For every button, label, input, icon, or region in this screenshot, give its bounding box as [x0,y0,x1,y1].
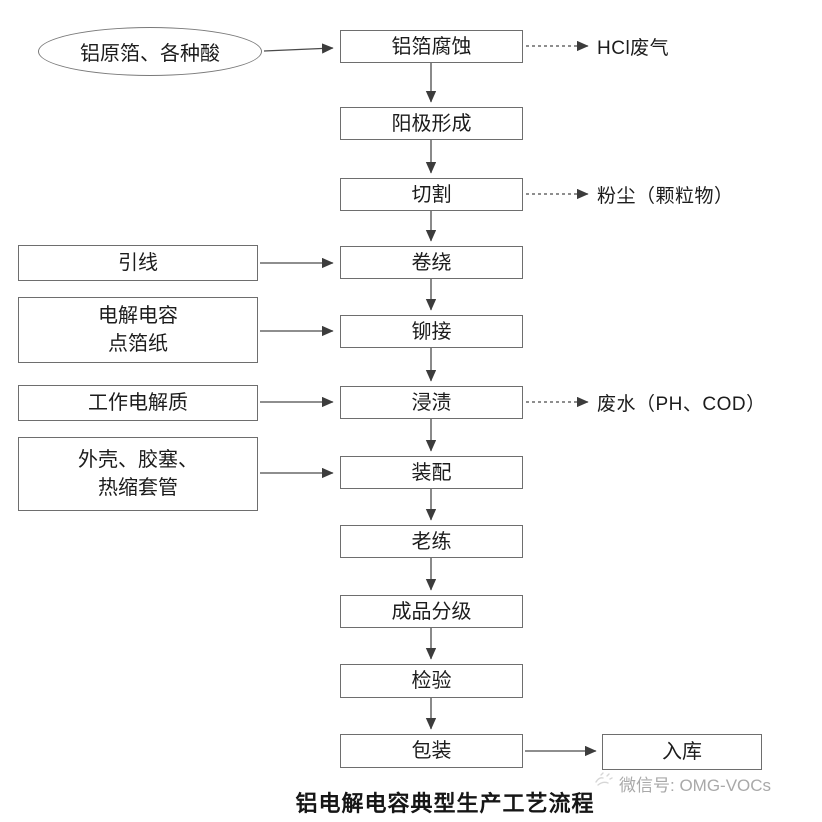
step-label: 装配 [411,461,452,484]
watermark-logo-icon [592,770,614,797]
input-lead-wire: 引线 [18,245,258,281]
emission-label: HCl废气 [597,38,670,59]
input-label: 外壳、胶塞、 热缩套管 [78,449,198,499]
step-label: 铝箔腐蚀 [391,35,472,58]
step-label: 老练 [411,530,452,553]
diagram-caption: 铝电解电容典型生产工艺流程 [295,791,595,816]
step-assembly: 装配 [340,456,523,489]
emission-label: 粉尘（颗粒物） [597,186,734,207]
step-label: 阳极形成 [391,112,472,135]
input-working-electrolyte: 工作电解质 [18,385,258,421]
input-label: 工作电解质 [88,392,188,414]
step-aging: 老练 [340,525,523,558]
input-electrolytic-paper: 电解电容 点箔纸 [18,297,258,363]
step-label: 卷绕 [411,251,452,274]
step-winding: 卷绕 [340,246,523,279]
source-oval: 铝原箔、各种酸 [38,27,262,76]
arrow-source-to-etching [263,43,334,54]
step-foil-etching: 铝箔腐蚀 [340,30,523,63]
step-inspection: 检验 [340,664,523,698]
step-label: 切割 [411,183,452,206]
step-warehousing: 入库 [602,734,762,770]
step-label: 入库 [662,741,702,763]
emission-wastewater: 废水（PH、COD） [597,390,766,415]
step-grading: 成品分级 [340,595,523,628]
step-label: 成品分级 [391,600,472,623]
step-anode-forming: 阳极形成 [340,107,523,140]
step-label: 铆接 [411,320,452,343]
step-riveting: 铆接 [340,315,523,348]
watermark-text: 微信号: OMG-VOCs [619,776,772,795]
step-label: 检验 [411,670,452,692]
input-label: 引线 [118,252,158,274]
step-packaging: 包装 [340,734,523,768]
input-casing-materials: 外壳、胶塞、 热缩套管 [18,437,258,511]
dashed-emission-arrows [526,40,589,408]
step-cutting: 切割 [340,178,523,211]
emission-dust: 粉尘（颗粒物） [597,182,734,207]
step-impregnation: 浸渍 [340,386,523,419]
emission-label: 废水（PH、COD） [597,394,766,415]
emission-hcl-gas: HCl废气 [597,34,669,59]
step-label: 浸渍 [411,391,452,414]
watermark: 微信号: OMG-VOCs [592,770,771,797]
step-label: 包装 [411,740,452,762]
input-label: 电解电容 点箔纸 [98,305,178,355]
source-oval-label: 铝原箔、各种酸 [80,43,220,65]
